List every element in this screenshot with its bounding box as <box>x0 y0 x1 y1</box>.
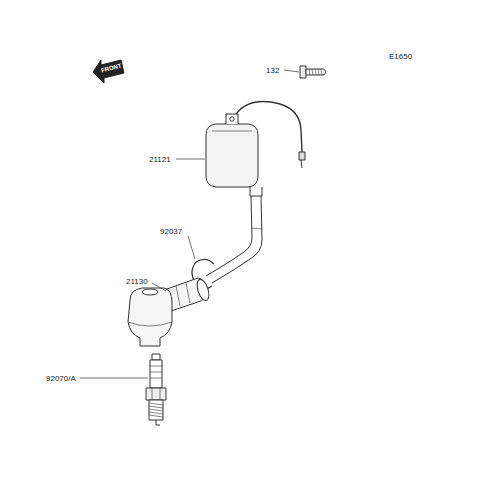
leader-lines <box>80 70 299 378</box>
ignition-coil <box>206 102 305 196</box>
figure-code: E1650 <box>389 52 412 61</box>
front-arrow-icon <box>93 60 124 83</box>
plug-cap <box>128 278 211 346</box>
callout-number: 92037 <box>160 227 182 236</box>
callout-number: 21130 <box>126 277 148 286</box>
spark-plug <box>146 354 166 425</box>
callout-number: 132 <box>266 66 279 75</box>
callout-number: 92070/A <box>46 374 76 383</box>
callout-number: 21121 <box>149 155 171 164</box>
bolt <box>300 66 326 78</box>
high-tension-lead <box>206 196 262 283</box>
